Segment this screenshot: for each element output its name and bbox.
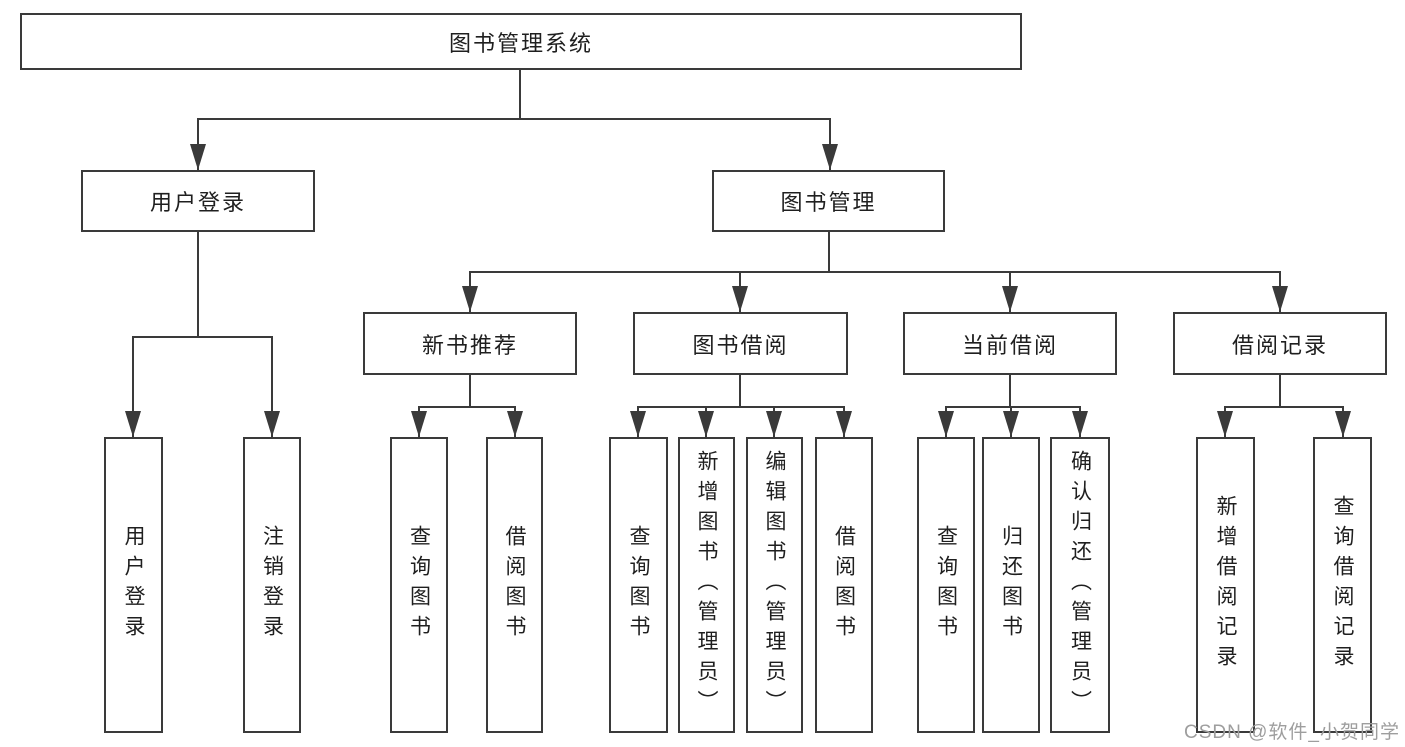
arrow-down-icon (125, 411, 141, 437)
leaf-borrow-books: 借阅图书 (815, 437, 873, 733)
node-label: 确认归还（管理员） (1068, 450, 1092, 720)
arrow-down-icon (507, 411, 523, 437)
node-label: 当前借阅 (961, 332, 1058, 358)
connector-drop (132, 336, 134, 437)
leaf-query-borrow-record: 查询借阅记录 (1313, 437, 1372, 733)
connector-user-login-stem (197, 232, 199, 336)
node-book-management: 图书管理 (712, 170, 945, 232)
arrow-down-icon (1272, 286, 1288, 312)
node-root: 图书管理系统 (20, 13, 1022, 70)
arrow-down-icon (630, 411, 646, 437)
node-label: 借阅图书 (503, 525, 526, 645)
arrow-down-icon (1335, 411, 1351, 437)
leaf-add-borrow-record: 新增借阅记录 (1196, 437, 1255, 733)
arrow-down-icon (264, 411, 280, 437)
node-label: 注销登录 (260, 525, 284, 645)
node-label: 借阅记录 (1231, 332, 1328, 358)
arrow-down-icon (732, 286, 748, 312)
connector-bar (945, 406, 1081, 408)
connector-book-mgmt-stem (828, 232, 830, 271)
node-label: 图书借阅 (692, 332, 789, 358)
node-label: 图书管理系统 (448, 30, 593, 56)
node-label: 图书管理 (780, 190, 877, 215)
node-label: 用户登录 (149, 190, 246, 215)
arrow-down-icon (462, 286, 478, 312)
leaf-query-books-borrow: 查询图书 (609, 437, 668, 733)
leaf-logout: 注销登录 (243, 437, 301, 733)
connector-level2-bar (197, 118, 831, 120)
leaf-confirm-return-admin: 确认归还（管理员） (1050, 437, 1110, 733)
node-current-borrowing: 当前借阅 (903, 312, 1117, 375)
node-label: 查询图书 (934, 525, 958, 645)
connector-user-login-bar (132, 336, 273, 338)
leaf-edit-books-admin: 编辑图书（管理员） (746, 437, 803, 733)
arrow-down-icon (766, 411, 782, 437)
connector-stem (469, 375, 471, 406)
node-label: 归还图书 (999, 525, 1023, 645)
node-borrowing-records: 借阅记录 (1173, 312, 1387, 375)
arrow-down-icon (1072, 411, 1088, 437)
node-label: 借阅图书 (832, 525, 856, 645)
arrow-down-icon (190, 144, 206, 170)
arrow-down-icon (822, 144, 838, 170)
connector-drop (271, 336, 273, 437)
leaf-query-books-current: 查询图书 (917, 437, 975, 733)
node-label: 查询图书 (627, 525, 650, 645)
arrow-down-icon (1217, 411, 1233, 437)
node-user-login: 用户登录 (81, 170, 315, 232)
node-book-borrowing: 图书借阅 (633, 312, 848, 375)
leaf-return-books: 归还图书 (982, 437, 1040, 733)
leaf-borrow-books-recommend: 借阅图书 (486, 437, 543, 733)
node-label: 查询借阅记录 (1331, 495, 1354, 675)
connector-stem (1009, 375, 1011, 406)
connector-stem (1279, 375, 1281, 406)
arrow-down-icon (836, 411, 852, 437)
node-label: 用户登录 (122, 525, 145, 645)
node-label: 新书推荐 (421, 332, 518, 358)
arrow-down-icon (411, 411, 427, 437)
node-label: 新增借阅记录 (1214, 495, 1237, 675)
connector-bar (637, 406, 845, 408)
node-label: 编辑图书（管理员） (763, 450, 786, 720)
connector-level3-bar (469, 271, 1281, 273)
node-label: 新增图书（管理员） (695, 450, 718, 720)
arrow-down-icon (1002, 286, 1018, 312)
arrow-down-icon (1003, 411, 1019, 437)
connector-bar (418, 406, 516, 408)
node-new-book-recommendation: 新书推荐 (363, 312, 577, 375)
connector-stem (739, 375, 741, 406)
arrow-down-icon (938, 411, 954, 437)
connector-bar (1224, 406, 1344, 408)
arrow-down-icon (698, 411, 714, 437)
node-label: 查询图书 (407, 525, 431, 645)
leaf-query-books-recommend: 查询图书 (390, 437, 448, 733)
leaf-user-login: 用户登录 (104, 437, 163, 733)
leaf-add-books-admin: 新增图书（管理员） (678, 437, 735, 733)
connector-root-stem (519, 70, 521, 118)
watermark: CSDN @软件_小贺同学 (1184, 722, 1400, 743)
